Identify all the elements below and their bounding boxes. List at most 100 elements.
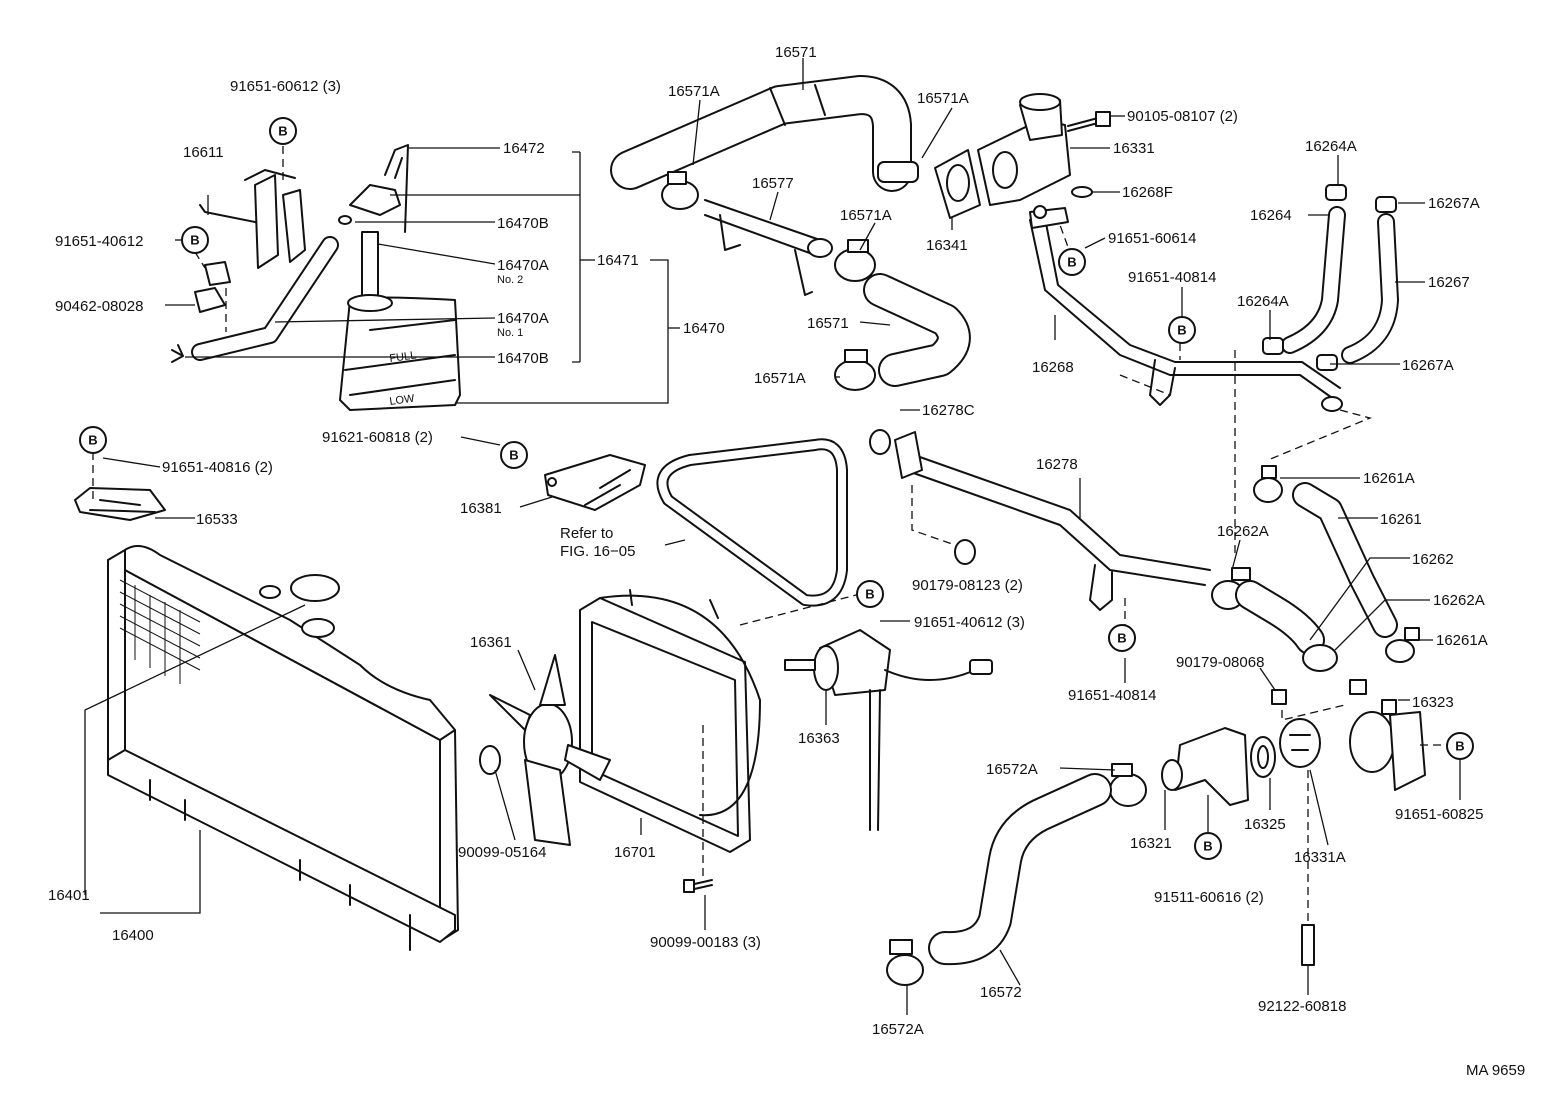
hose-16262	[1235, 580, 1325, 655]
badge-b-9: B	[1446, 732, 1474, 760]
lower-hose-16572	[928, 773, 1112, 966]
label-16267: 16267	[1428, 274, 1470, 291]
badge-b-2: B	[181, 226, 209, 254]
label-16331A: 16331A	[1294, 849, 1346, 866]
svg-text:B: B	[1455, 739, 1464, 754]
label-16571: 16571	[775, 44, 817, 61]
water-outlet-16331	[977, 93, 1071, 206]
heater-hose-16264	[1281, 206, 1346, 354]
clamp-16261A-top	[1253, 465, 1283, 503]
label-16472: 16472	[503, 140, 545, 157]
drive-belt	[656, 438, 848, 607]
svg-text:B: B	[278, 124, 287, 139]
nut-90179-08068	[1271, 689, 1287, 705]
label-90099-00183: 90099-00183 (3)	[650, 934, 761, 951]
diagram-code: MA 9659	[1466, 1062, 1525, 1079]
label-16262A-top: 16262A	[1217, 523, 1269, 540]
badge-b-8: B	[1108, 624, 1136, 652]
clamp-16571A-upper-left	[661, 171, 699, 210]
pipe-16278	[894, 431, 1211, 611]
stud-92122	[1301, 924, 1315, 966]
gasket-16278C	[869, 429, 891, 455]
refer-note-line2: FIG. 16−05	[560, 543, 635, 560]
badge-b-6: B	[1168, 316, 1196, 344]
nut-90099-05164	[479, 745, 501, 775]
label-16331: 16331	[1113, 140, 1155, 157]
reservoir-cap-assembly	[338, 184, 401, 225]
label-16264A-mid: 16264A	[1237, 293, 1289, 310]
badge-b-7: B	[856, 580, 884, 608]
reservoir-hose-no2	[361, 231, 379, 303]
clamp-16262A-right	[1302, 644, 1338, 672]
svg-text:B: B	[190, 233, 199, 248]
label-91651-40814-top: 91651-40814	[1128, 269, 1216, 286]
label-16577: 16577	[752, 175, 794, 192]
hose-16261	[1292, 482, 1398, 638]
water-inlet-housing-16323	[1349, 679, 1426, 791]
label-16261A-low: 16261A	[1436, 632, 1488, 649]
svg-text:B: B	[1117, 631, 1126, 646]
label-91621: 91621-60818 (2)	[322, 429, 433, 446]
svg-text:B: B	[865, 587, 874, 602]
label-16321: 16321	[1130, 835, 1172, 852]
label-16262: 16262	[1412, 551, 1454, 568]
label-16361: 16361	[470, 634, 512, 651]
label-16470A-no2: 16470A	[497, 257, 549, 274]
clamp-16572A-top	[1109, 763, 1147, 807]
label-16268F: 16268F	[1122, 184, 1173, 201]
label-16471: 16471	[597, 252, 639, 269]
bolt-90105	[1067, 111, 1111, 132]
hose-16472	[384, 144, 409, 233]
label-16323: 16323	[1412, 694, 1454, 711]
svg-text:B: B	[1203, 839, 1212, 854]
label-16701: 16701	[614, 844, 656, 861]
svg-text:B: B	[509, 448, 518, 463]
label-16571A-low: 16571A	[754, 370, 806, 387]
thermostat-16331A	[1279, 718, 1321, 768]
label-16267A-low: 16267A	[1402, 357, 1454, 374]
heater-hose-16267	[1341, 213, 1399, 364]
label-90099-05164: 90099-05164	[458, 844, 546, 861]
gasket-16325	[1250, 736, 1276, 778]
clamp-16267A-top	[1375, 196, 1397, 213]
leader-lines	[84, 58, 1461, 1015]
badge-b-1: B	[269, 117, 297, 145]
label-16261: 16261	[1380, 511, 1422, 528]
label-16278: 16278	[1036, 456, 1078, 473]
label-91511: 91511-60616 (2)	[1154, 889, 1264, 906]
label-16341: 16341	[926, 237, 968, 254]
label-16533: 16533	[196, 511, 238, 528]
fan-shroud-16701	[579, 589, 761, 853]
label-92122: 92122-60818	[1258, 998, 1346, 1015]
label-16278C: 16278C	[922, 402, 975, 419]
label-16571A-top-left: 16571A	[668, 83, 720, 100]
radiator-grille	[119, 579, 201, 684]
svg-text:B: B	[1067, 255, 1076, 270]
clamp-16571A-mid	[834, 239, 876, 282]
clamp-16264A-mid	[1262, 337, 1284, 355]
overflow-hose-no1	[191, 236, 339, 361]
bracket-16533	[74, 487, 166, 521]
label-16470A-no1: 16470A	[497, 310, 549, 327]
gasket-16341	[934, 149, 981, 219]
label-90179-08068: 90179-08068	[1176, 654, 1264, 671]
label-90105: 90105-08107 (2)	[1127, 108, 1238, 125]
install-dashed-lines	[92, 146, 1448, 925]
label-16400: 16400	[112, 927, 154, 944]
label-16264A-top: 16264A	[1305, 138, 1357, 155]
o-ring-16268F	[1071, 186, 1093, 198]
label-90462: 90462-08028	[55, 298, 143, 315]
label-16267A-top: 16267A	[1428, 195, 1480, 212]
label-16268: 16268	[1032, 359, 1074, 376]
label-91651-60614: 91651-60614	[1108, 230, 1196, 247]
bracket-16381	[544, 454, 646, 511]
label-16470B-low: 16470B	[497, 350, 549, 367]
label-90179-08123: 90179-08123 (2)	[912, 577, 1023, 594]
bracket-90462	[194, 261, 231, 313]
clamp-16264A-top	[1325, 184, 1347, 201]
label-16571A-mid: 16571A	[840, 207, 892, 224]
label-16401: 16401	[48, 887, 90, 904]
label-16611: 16611	[183, 144, 224, 161]
clamp-16571A-upper-right	[877, 161, 919, 183]
clamp-16571A-low	[834, 349, 876, 391]
